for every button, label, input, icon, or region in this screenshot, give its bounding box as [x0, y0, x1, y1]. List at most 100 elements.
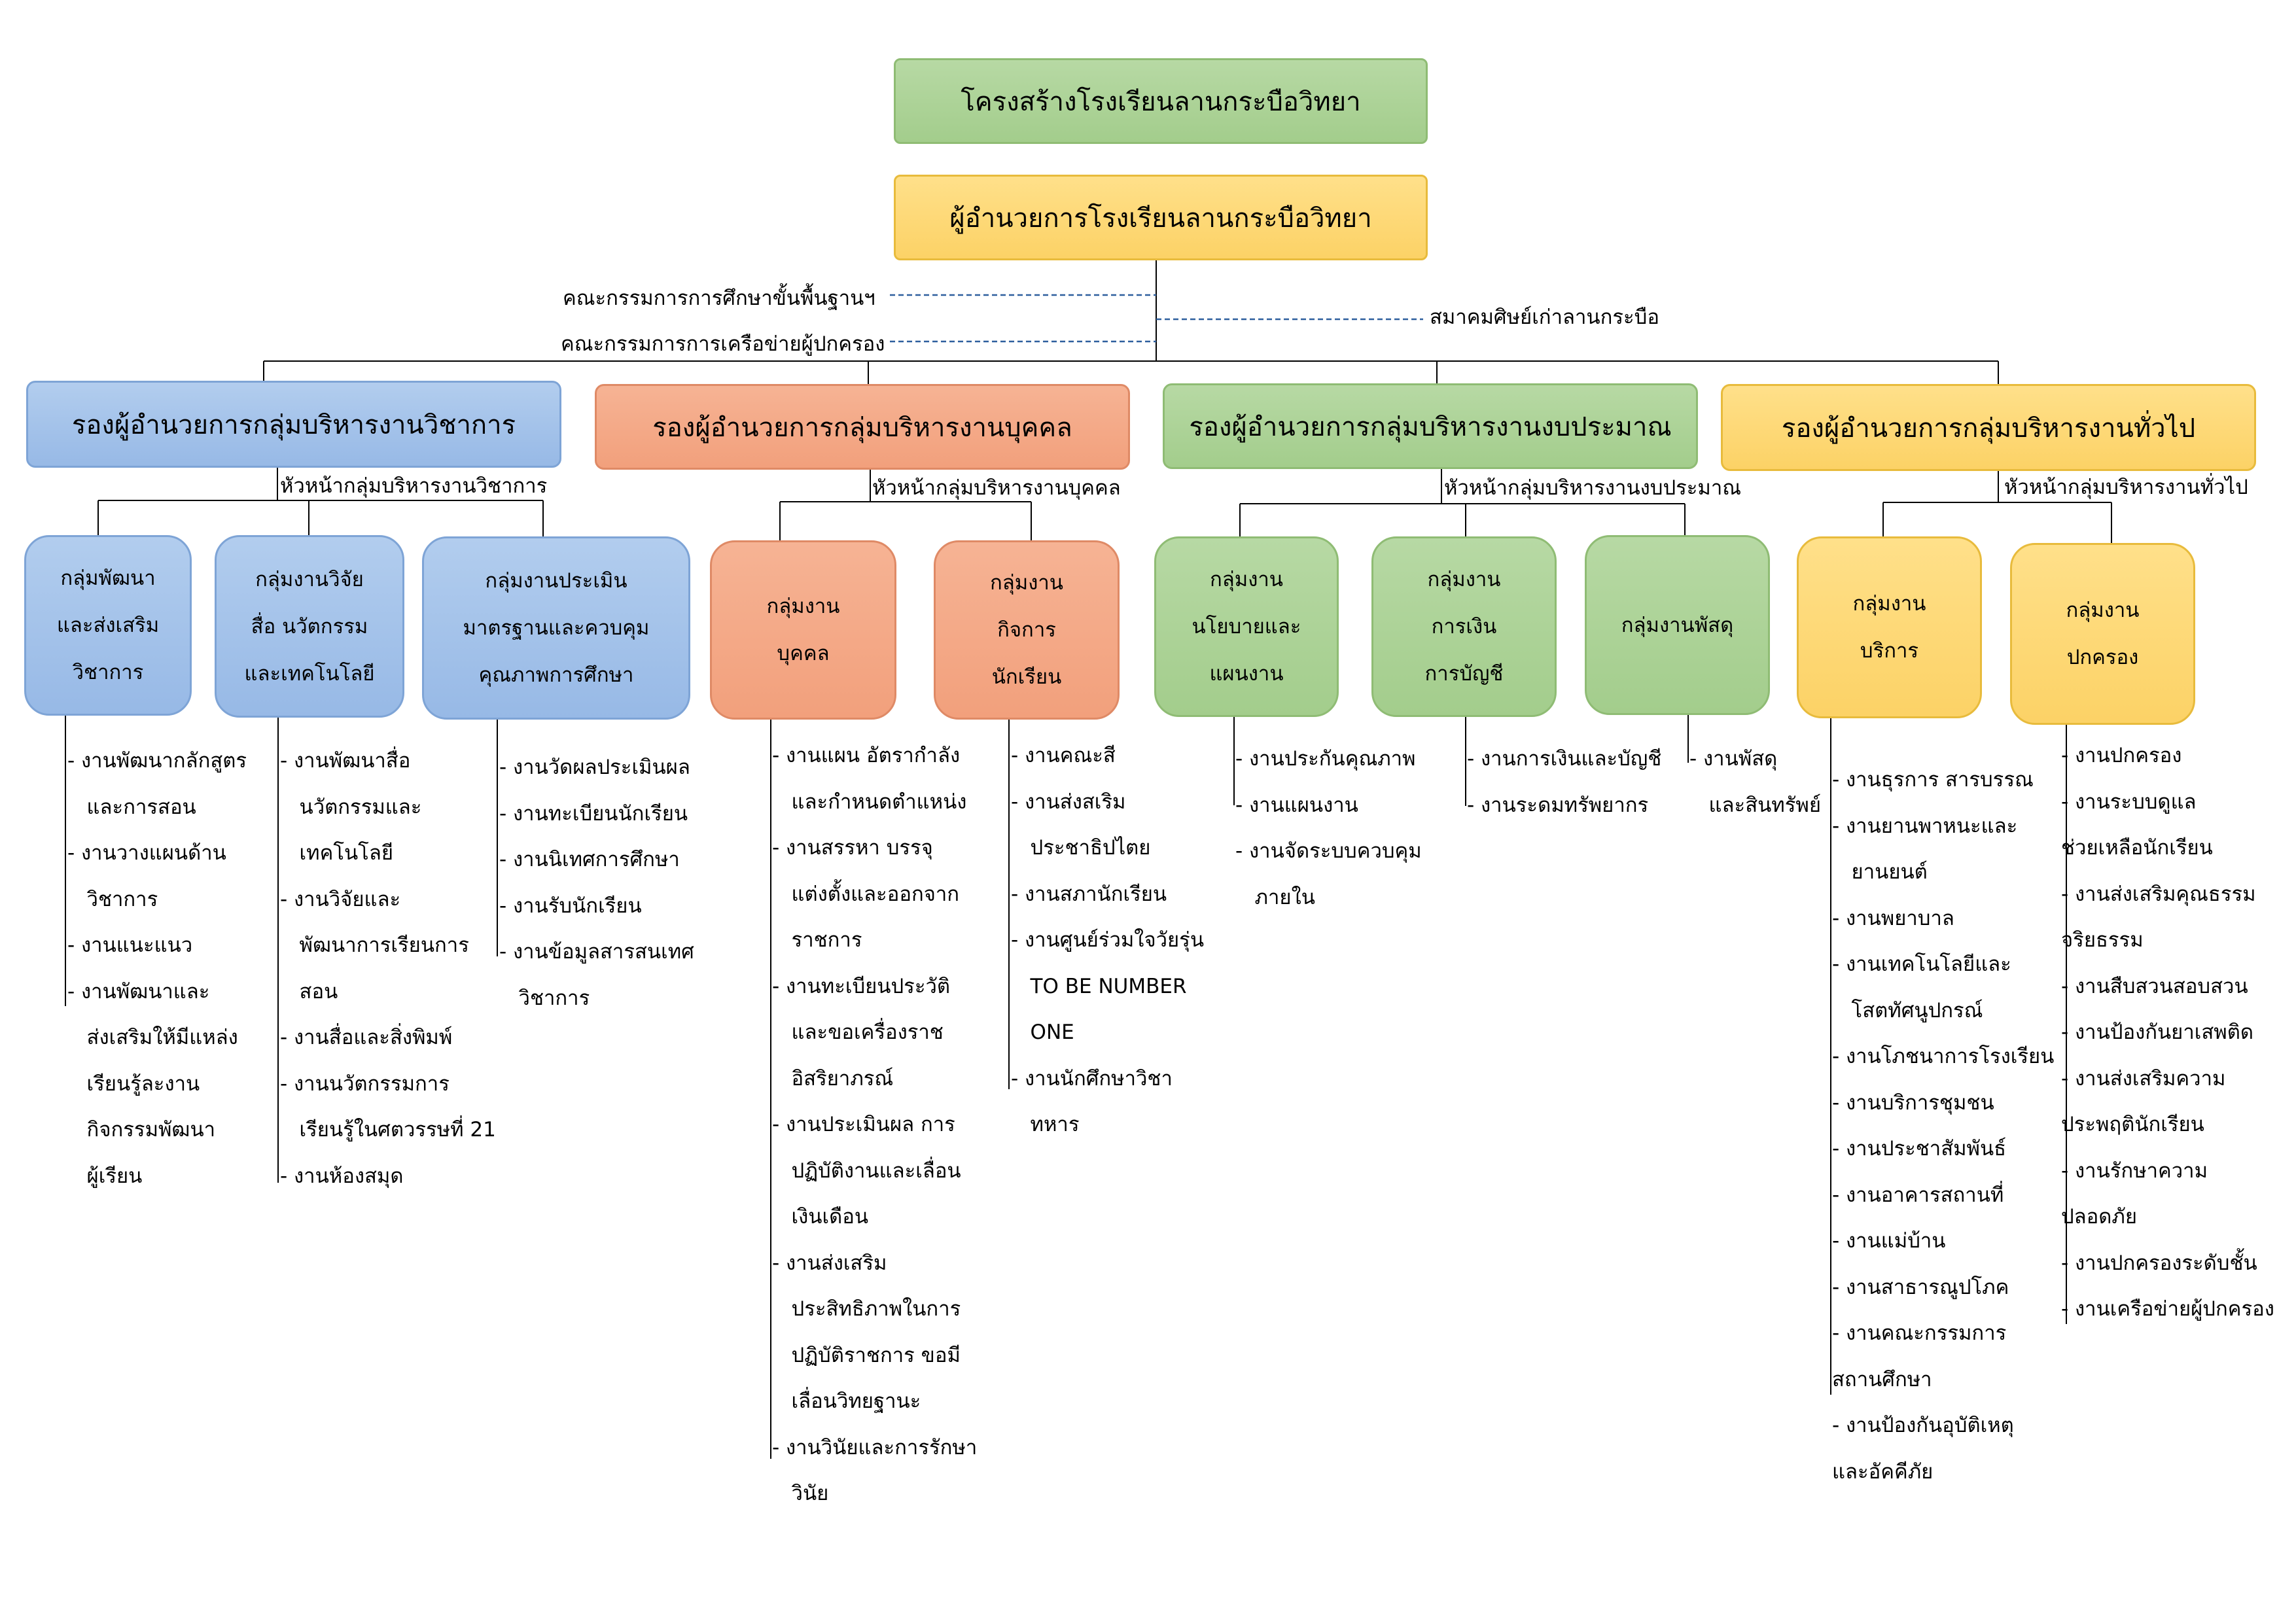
task-item: ราชการ — [772, 928, 862, 952]
task-item: ภายใน — [1235, 885, 1315, 909]
vp-personnel: รองผู้อำนวยการกลุ่มบริหารงานบุคคล — [595, 384, 1130, 470]
tasks-student-affairs: - งานคณะสี- งานส่งสเริม ประชาธิปไตย- งาน… — [1011, 733, 1204, 1148]
task-item: ประสิทธิภาพในการ — [772, 1297, 961, 1321]
task-item: - งานวางแผนด้าน — [67, 841, 226, 865]
director-text: ผู้อำนวยการโรงเรียนลานกระบือวิทยา — [949, 203, 1372, 234]
task-item: - งานรับนักเรียน — [499, 894, 642, 918]
task-item: โสตทัศนูปกรณ์ — [1832, 998, 1983, 1022]
task-item: - งานธุรการ สารบรรณ — [1832, 768, 2034, 792]
task-item: - งานนวัตกรรมการ — [280, 1072, 450, 1096]
task-item: - งานอาคารสถานที่ — [1832, 1183, 2004, 1207]
head-academic: หัวหน้ากลุ่มบริหารงานวิชาการ — [280, 474, 548, 498]
head-general: หัวหน้ากลุ่มบริหารงานทั่วไป — [2004, 476, 2248, 499]
task-item: ทหาร — [1011, 1113, 1080, 1136]
vp-budget: รองผู้อำนวยการกลุ่มบริหารงานงบประมาณ — [1163, 383, 1698, 469]
task-item: ปลอดภัย — [2061, 1205, 2138, 1229]
task-item: ประชาธิปไตย — [1011, 836, 1151, 860]
group-supplies: กลุ่มงานพัสดุ — [1585, 535, 1770, 715]
task-item: ปฏิบัติงานและเลื่อน — [772, 1159, 961, 1183]
task-item: - งานสาธารณูปโภค — [1832, 1275, 2009, 1299]
task-item: ONE — [1011, 1021, 1074, 1044]
task-item: - งานป้องกันยาเสพติด — [2061, 1021, 2253, 1044]
task-item: - งานสื่อและสิ่งพิมพ์ — [280, 1026, 453, 1049]
task-item: - งานแม่บ้าน — [1832, 1229, 1946, 1253]
task-item: - งานประเมินผล การ — [772, 1113, 955, 1136]
task-item: พัฒนาการเรียนการ — [280, 934, 469, 957]
vp-budget-label: รองผู้อำนวยการกลุ่มบริหารงานงบประมาณ — [1189, 411, 1672, 442]
task-item: - งานระดมทรัพยากร — [1467, 793, 1649, 817]
director-box: ผู้อำนวยการโรงเรียนลานกระบือวิทยา — [894, 175, 1428, 260]
task-item: - งานรักษาความ — [2061, 1159, 2208, 1183]
task-item: และอัคคีภัย — [1832, 1459, 1934, 1484]
task-item: - งานวัดผลประเมินผล — [499, 756, 690, 779]
head-personnel: หัวหน้ากลุ่มบริหารงานบุคคล — [872, 476, 1121, 500]
task-item: จริยธรรม — [2061, 928, 2144, 952]
task-item: และการสอน — [67, 795, 196, 819]
task-item: - งานข้อมูลสารสนเทศ — [499, 940, 694, 964]
tasks-personnel: - งานแผน อัตรากำลัง และกำหนดตำแหน่ง- งาน… — [772, 733, 977, 1517]
task-item: - งานเครือข่ายผู้ปกครอง — [2061, 1297, 2274, 1321]
task-item: และกำหนดตำแหน่ง — [772, 790, 967, 814]
tasks-research-media: - งานพัฒนาสื่อ นวัตกรรมและ เทคโนโลยี - งา… — [280, 738, 496, 1199]
task-item: - งานพัฒนาและ — [67, 979, 210, 1003]
task-item: - งานส่งเสริม — [772, 1251, 887, 1275]
task-item: - งานโภชนาการโรงเรียน — [1832, 1045, 2055, 1068]
tasks-policy-planning: - งานประกันคุณภาพ- งานแผนงาน- งานจัดระบบ… — [1235, 736, 1422, 920]
task-item: และสินทรัพย์ — [1689, 793, 1821, 817]
task-item: - งานสภานักเรียน — [1011, 882, 1167, 906]
vp-personnel-label: รองผู้อำนวยการกลุ่มบริหารงานบุคคล — [652, 412, 1072, 443]
tasks-finance-accounting: - งานการเงินและบัญชี- งานระดมทรัพยากร — [1467, 736, 1661, 828]
task-item: - งานสืบสวนสอบสวน — [2061, 974, 2248, 998]
task-item: - งานทะเบียนนักเรียน — [499, 801, 688, 826]
task-item: - งานห้องสมุด — [280, 1164, 404, 1188]
group-academic-development: กลุ่มพัฒนา และส่งเสริม วิชาการ — [24, 535, 192, 716]
chart-title-text: โครงสร้างโรงเรียนลานกระบือวิทยา — [961, 86, 1361, 117]
task-item: - งานพัฒนาสื่อ — [280, 749, 411, 773]
task-item: - งานยานพาหนะและ — [1832, 814, 2018, 838]
task-item: นวัตกรรมและ — [280, 795, 422, 819]
task-item: - งานนิเทศการศึกษา — [499, 848, 680, 871]
task-item: - งานสรรหา บรรจุ — [772, 836, 933, 860]
task-item: - งานประกันคุณภาพ — [1235, 747, 1416, 771]
group-student-affairs: กลุ่มงาน กิจการ นักเรียน — [934, 540, 1120, 720]
task-item: ผู้เรียน — [67, 1164, 143, 1188]
task-item: - งานป้องกันอุบัติเหตุ — [1832, 1414, 2014, 1437]
task-item: - งานเทคโนโลยีและ — [1832, 952, 2011, 976]
group-policy-planning: กลุ่มงาน นโยบายและ แผนงาน — [1154, 536, 1339, 717]
task-item: - งานพัฒนากลักสูตร — [67, 749, 247, 773]
task-item: - งานประชาสัมพันธ์ — [1832, 1137, 2007, 1161]
task-item: - งานระบบดูแล — [2061, 790, 2197, 814]
task-item: อิสริยาภรณ์ — [772, 1066, 894, 1091]
task-item: - งานส่งเสริมความ — [2061, 1066, 2226, 1091]
task-item: - งานส่งเสริมคุณธรรม — [2061, 882, 2256, 906]
committee-basic-education: คณะกรรมการการศึกษาขั้นพื้นฐานฯ — [563, 287, 875, 310]
tasks-academic-development: - งานพัฒนากลักสูตร และการสอน - งานวางแผนด… — [67, 738, 247, 1199]
task-item: - งานบริการชุมชน — [1832, 1091, 1994, 1115]
task-item: - งานปกครองระดับชั้น — [2061, 1251, 2257, 1275]
task-item: ยานยนต์ — [1832, 860, 1928, 884]
task-item: - งานวิจัยและ — [280, 887, 401, 911]
tasks-services: - งานธุรการ สารบรรณ - งานยานพาหนะและ ยานย… — [1832, 757, 2054, 1495]
task-item: เทคโนโลยี — [280, 841, 393, 865]
task-item: - งานส่งสเริม — [1011, 790, 1126, 814]
task-item: เรียนรู้ละงาน — [67, 1072, 200, 1096]
task-item: และขอเครื่องราช — [772, 1021, 944, 1044]
group-finance-accounting: กลุ่มงาน การเงิน การบัญชี — [1371, 536, 1557, 717]
vp-academic-label: รองผู้อำนวยการกลุ่มบริหารงานวิชาการ — [71, 410, 516, 440]
task-item: - งานแนะแนว — [67, 934, 193, 957]
task-item: TO BE NUMBER — [1011, 974, 1187, 998]
task-item: - งานพยาบาล — [1832, 906, 1954, 930]
task-item: สถานศึกษา — [1832, 1367, 1932, 1391]
group-quality-assessment: กลุ่มงานประเมิน มาตรฐานและควบคุม คุณภาพก… — [422, 536, 690, 720]
task-item: วิชาการ — [499, 986, 590, 1010]
vp-general-label: รองผู้อำนวยการกลุ่มบริหารงานทั่วไป — [1781, 413, 2196, 444]
task-item: สอน — [280, 979, 338, 1003]
group-research-media-innovation: กลุ่มงานวิจัย สื่อ นวัตกรรม และเทคโนโลยี — [215, 535, 404, 718]
task-item: แต่งตั้งและออกจาก — [772, 882, 960, 906]
task-item: - งานพัสดุ — [1689, 747, 1778, 771]
chart-title: โครงสร้างโรงเรียนลานกระบือวิทยา — [894, 58, 1428, 144]
tasks-discipline: - งานปกครอง- งานระบบดูแลช่วยเหลือนักเรีย… — [2061, 733, 2274, 1333]
task-item: - งานปกครอง — [2061, 744, 2182, 767]
tasks-supplies: - งานพัสดุ และสินทรัพย์ — [1689, 736, 1821, 828]
